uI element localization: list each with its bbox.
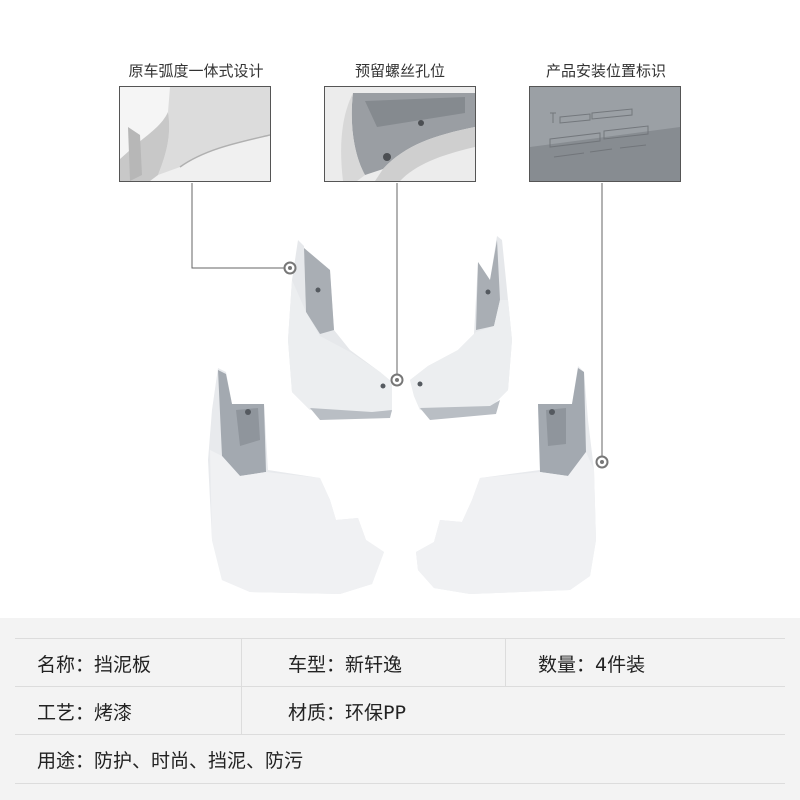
detail-image-position-mark (529, 86, 681, 182)
spec-value-material: 环保PP (345, 701, 406, 724)
spec-row-2: 工艺： 烤漆 材质： 环保PP (15, 686, 785, 735)
spec-label-model: 车型： (288, 653, 346, 676)
spec-cell-usage: 用途： 防护、时尚、挡泥、防污 (37, 735, 637, 783)
mudflaps-illustration (191, 183, 609, 594)
spec-row-3: 用途： 防护、时尚、挡泥、防污 (15, 734, 785, 784)
callout-label-curve-design: 原车弧度一体式设计 (128, 62, 264, 80)
spec-cell-quantity: 数量： 4件装 (505, 639, 785, 687)
spec-cell-name: 名称： 挡泥板 (37, 639, 242, 687)
spec-cell-material: 材质： 环保PP (241, 687, 505, 735)
spec-label-process: 工艺： (37, 701, 95, 724)
spec-label-quantity: 数量： (538, 653, 596, 676)
mudflap-front-left (288, 240, 392, 420)
marker-curve-design (283, 261, 297, 275)
spec-label-material: 材质： (288, 701, 346, 724)
spec-value-process: 烤漆 (94, 701, 133, 724)
mudflap-front-right (410, 236, 512, 420)
spec-row-1: 名称： 挡泥板 车型： 新轩逸 数量： 4件装 (15, 638, 785, 687)
detail-image-screw-holes (324, 86, 476, 182)
callout-label-screw-holes: 预留螺丝孔位 (354, 62, 445, 80)
spec-label-name: 名称： (37, 653, 95, 676)
spec-value-model: 新轩逸 (345, 653, 403, 676)
spec-value-quantity: 4件装 (595, 653, 646, 676)
callout-label-position-mark: 产品安装位置标识 (545, 62, 666, 80)
spec-cell-model: 车型： 新轩逸 (241, 639, 505, 687)
spec-label-usage: 用途： (37, 749, 95, 772)
spec-value-usage: 防护、时尚、挡泥、防污 (94, 749, 304, 772)
spec-value-name: 挡泥板 (94, 653, 152, 676)
detail-image-curve-design (119, 86, 271, 182)
mudflap-rear-right (416, 366, 596, 594)
spec-table: 名称： 挡泥板 车型： 新轩逸 数量： 4件装 工艺： 烤漆 材质： 环保PP … (0, 618, 800, 800)
connector-line-curve-design (191, 183, 290, 269)
marker-screw-holes (390, 373, 404, 387)
spec-cell-process: 工艺： 烤漆 (37, 687, 242, 735)
mudflap-rear-left (208, 368, 384, 594)
marker-position-mark (595, 455, 609, 469)
